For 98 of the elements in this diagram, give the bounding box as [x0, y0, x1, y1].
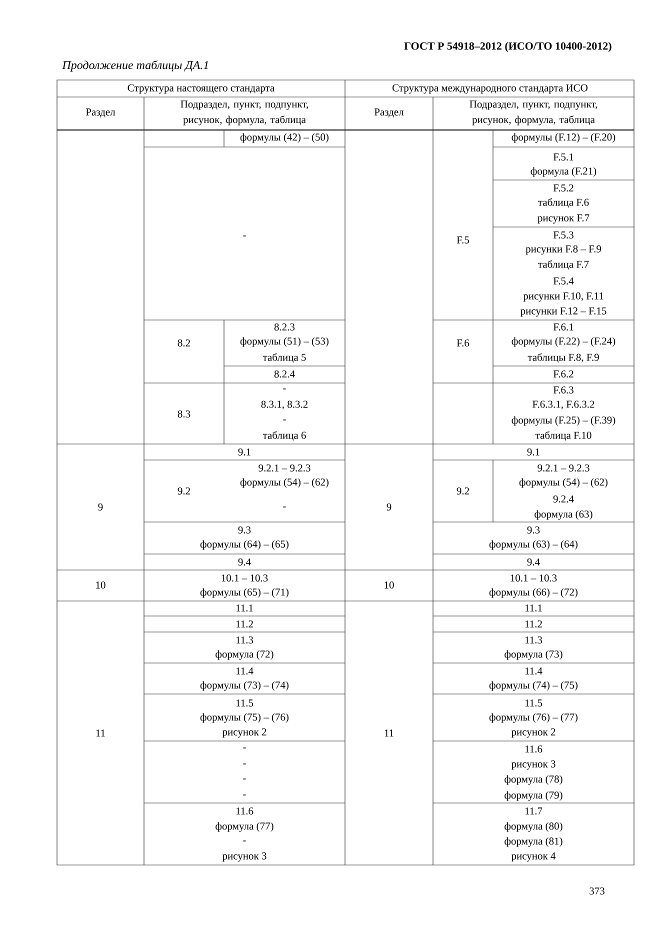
cell-text: 11.7	[525, 807, 542, 815]
cell-text: 9.3	[238, 526, 251, 534]
cell-text: 11.6	[525, 745, 542, 753]
cell-text: рисунки F.10, F.11	[523, 292, 604, 302]
cell-text: F.6.3	[553, 386, 574, 394]
cell-text: F.5.1	[553, 153, 574, 161]
cell-text: формулы (54) – (62)	[240, 478, 329, 488]
column-heading: Структура настоящего стандарта	[128, 84, 274, 94]
cell-text: таблица 6	[262, 431, 306, 441]
cell-text: таблица F.7	[538, 260, 589, 270]
cell-text: 9.2.4	[553, 495, 574, 503]
cell-text: 11.6	[236, 807, 254, 815]
cell-text: 10	[384, 581, 394, 589]
cell-text: 11	[96, 730, 105, 736]
cell-text: F.5.4	[553, 277, 574, 285]
cell-text: 11.2	[236, 620, 253, 628]
column-heading: Раздел	[86, 108, 116, 118]
cell-text: таблица F.6	[538, 198, 589, 208]
cell-text: 11.2	[525, 620, 542, 628]
cell-text: 9.2.1 – 9.2.3	[258, 464, 310, 472]
cell-text: рисунок 3	[511, 760, 556, 770]
cell-text: рисунок F.7	[538, 214, 590, 224]
cell-text: -	[243, 778, 246, 780]
cell-text: 8.2.4	[274, 370, 295, 378]
page-number: 373	[590, 888, 604, 895]
cell-text: -	[283, 506, 286, 508]
cell-text: 9.3	[527, 526, 540, 534]
cell-text: рисунки F.12 – F.15	[520, 307, 606, 317]
cell-text: рисунки F.8 – F.9	[526, 245, 601, 255]
cell-text: F.6.3.1, F.6.3.2	[532, 400, 594, 410]
cell-text: 11.1	[236, 604, 253, 612]
cell-text: -	[243, 840, 246, 842]
document-number: ГОСТ Р 54918–2012 (ИСО/ТО 10400-2012)	[404, 42, 612, 52]
cell-text: 8.2	[178, 339, 190, 347]
cell-text: формулы (54) – (62)	[519, 478, 608, 488]
cell-text: формулы (F.22) – (F.24)	[512, 337, 616, 347]
cell-text: таблицы F.8, F.9	[528, 353, 599, 363]
cell-text: формулы (63) – (64)	[489, 540, 578, 550]
cell-text: формула (80)	[504, 822, 562, 832]
cell-text: формулы (F.25) – (F.39)	[512, 416, 616, 426]
column-heading: Структура международного стандарта ИСО	[392, 84, 588, 94]
cell-text: формула (73)	[504, 650, 562, 660]
cell-text: формулы (51) – (53)	[240, 337, 329, 347]
cell-text: формулы (76) – (77)	[489, 713, 578, 723]
table-caption: Продолжение таблицы ДА.1	[62, 60, 208, 72]
cell-text: 9.2	[178, 487, 190, 495]
cell-text: формулы (66) – (72)	[489, 588, 578, 598]
cell-text: формула (72)	[216, 650, 274, 660]
cell-text: 8.3.1, 8.3.2	[261, 400, 308, 410]
cell-text: рисунок 2	[511, 728, 556, 738]
cell-text: 10.1 – 10.3	[222, 574, 268, 582]
cell-text: 11.5	[525, 699, 542, 707]
cell-text: F.6	[456, 339, 470, 347]
cell-text: -	[283, 388, 286, 390]
cell-text: 11	[384, 730, 394, 736]
cell-text: 11.4	[236, 667, 254, 675]
cell-text: -	[243, 794, 246, 796]
cell-text: 8.2.3	[274, 323, 295, 331]
cell-text: F.5.2	[553, 184, 574, 192]
cell-text: 11.3	[525, 636, 542, 644]
cell-text: F.6.1	[553, 323, 574, 331]
cell-text: 10	[96, 581, 106, 589]
cell-text: формула (78)	[504, 775, 562, 785]
cell-text: 9.1	[238, 448, 250, 456]
cell-text: формула (79)	[504, 791, 562, 801]
cell-text: 9.2.1 – 9.2.3	[538, 464, 590, 472]
cell-text: 11.3	[236, 636, 254, 644]
cell-text: 9.1	[527, 448, 540, 456]
cell-text: рисунок 2	[222, 728, 266, 738]
cell-text: 9	[98, 503, 103, 511]
cell-text: формулы (74) – (75)	[489, 681, 578, 691]
cell-text: формула (F.21)	[530, 167, 596, 177]
cell-text: рисунок 3	[222, 852, 266, 862]
cell-text: формулы (F.12) – (F.20)	[512, 133, 616, 143]
cell-text: 10.1 – 10.3	[510, 574, 557, 582]
cell-text: 8.3	[178, 410, 190, 418]
cell-text: рисунок 4	[511, 852, 556, 862]
cell-text: 9.4	[238, 558, 251, 566]
cell-text: F.5	[456, 236, 470, 244]
column-heading: Раздел	[374, 108, 404, 118]
cell-text: таблица F.10	[536, 431, 592, 441]
cell-text: 11.1	[525, 604, 542, 612]
cell-text: формулы (42) – (50)	[240, 133, 329, 143]
cell-text: 11.4	[525, 667, 542, 675]
cell-text: таблица 5	[262, 353, 306, 363]
cell-text: формула (81)	[504, 837, 562, 847]
cell-text: 9.2	[456, 487, 469, 495]
cell-text: 9.4	[527, 558, 540, 566]
cell-text: формулы (73) – (74)	[200, 681, 289, 691]
cell-text: формулы (64) – (65)	[200, 540, 289, 550]
cell-text: формула (77)	[216, 822, 274, 832]
cell-text: формулы (65) – (71)	[200, 588, 289, 598]
cell-text: формула (63)	[534, 510, 592, 520]
cell-text: 11.5	[236, 699, 254, 707]
cell-text: 9	[386, 503, 392, 511]
cell-text: F.5.3	[553, 231, 574, 239]
cell-text: формулы (75) – (76)	[200, 713, 289, 723]
cell-text: F.6.2	[553, 370, 574, 378]
